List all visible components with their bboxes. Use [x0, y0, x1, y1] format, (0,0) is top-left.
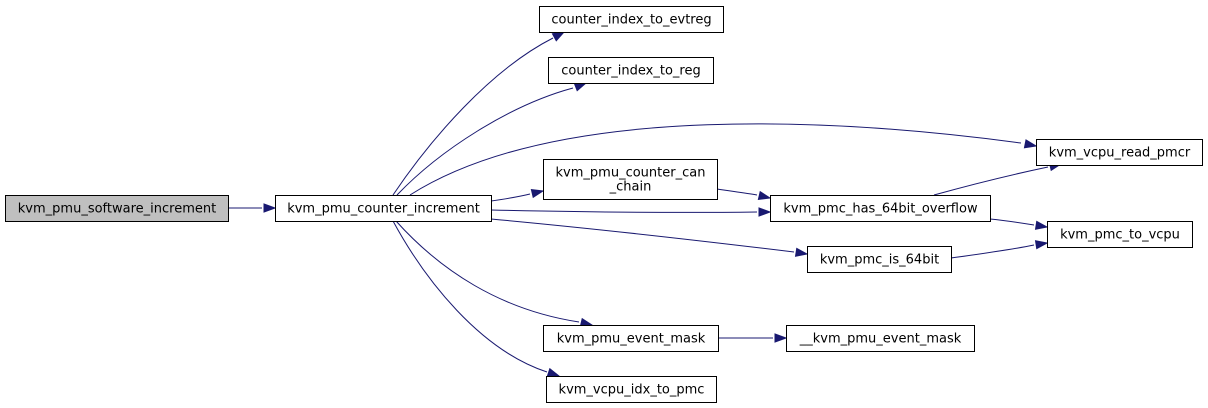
node-kvm-pmu-software-increment[interactable]: kvm_pmu_software_increment	[5, 195, 229, 222]
edge-kvm_pmu_software_increment-to-kvm_pmu_counter_increment	[228, 203, 277, 213]
node-kvm-pmc-has-64bit-overflow[interactable]: kvm_pmc_has_64bit_overflow	[770, 195, 991, 222]
edge-kvm_pmc_has_64bit_overflow-to-kvm_vcpu_read_pmcr	[933, 161, 1063, 196]
node---kvm-pmu-event-mask[interactable]: __kvm_pmu_event_mask	[786, 325, 975, 352]
edge-kvm_pmu_counter_increment-to-kvm_pmu_counter_can_chain	[490, 188, 545, 202]
arrowhead-icon	[757, 190, 772, 201]
edge-line	[396, 87, 574, 196]
edge-line	[933, 166, 1049, 196]
node-box[interactable]	[546, 376, 717, 403]
arrowhead-icon	[1034, 220, 1049, 230]
node-counter-index-to-evtreg[interactable]: counter_index_to_evtreg	[539, 6, 724, 33]
edge-kvm_pmu_event_mask-to-__kvm_pmu_event_mask	[718, 333, 788, 343]
nodes-layer: kvm_pmu_software_increment kvm_pmu_counte…	[5, 6, 1203, 403]
arrowhead-icon	[758, 207, 772, 217]
edge-kvm_pmu_counter_increment-to-kvm_pmc_is_64bit	[490, 218, 809, 257]
node-label: counter_index_to_evtreg	[551, 13, 711, 28]
node-box[interactable]	[539, 6, 724, 33]
edge-line	[392, 220, 548, 373]
arrowhead-icon	[546, 367, 561, 377]
node-label: counter_index_to_reg	[561, 64, 700, 79]
edge-kvm_pmu_counter_increment-to-kvm_vcpu_idx_to_pmc	[392, 220, 561, 377]
edge-kvm_pmu_counter_increment-to-kvm_vcpu_read_pmcr	[409, 123, 1038, 196]
node-box[interactable]	[1047, 221, 1193, 248]
arrowhead-icon	[774, 333, 788, 343]
node-label: kvm_pmu_counter_can	[556, 166, 706, 181]
node-box[interactable]	[548, 57, 714, 84]
edge-line	[490, 209, 758, 213]
node-label: _chain	[609, 180, 652, 195]
edge-kvm_pmu_counter_increment-to-kvm_pmu_event_mask	[395, 220, 594, 328]
node-label: kvm_pmu_software_increment	[18, 202, 216, 217]
arrowhead-icon	[794, 247, 809, 257]
edge-kvm_pmu_counter_increment-to-kvm_pmc_has_64bit_overflow	[490, 207, 772, 217]
edge-line	[490, 193, 531, 202]
arrowhead-icon	[530, 188, 545, 199]
node-kvm-pmu-counter-can-chain[interactable]: kvm_pmu_counter_can_chain	[543, 159, 718, 200]
node-kvm-pmu-counter-increment[interactable]: kvm_pmu_counter_increment	[275, 195, 492, 222]
edges-layer	[228, 31, 1063, 377]
edge-kvm_pmu_counter_can_chain-to-kvm_pmc_has_64bit_overflow	[716, 188, 772, 201]
node-label: kvm_pmc_has_64bit_overflow	[783, 202, 978, 217]
edge-kvm_pmu_counter_increment-to-counter_index_to_evtreg	[392, 31, 566, 196]
node-label: kvm_vcpu_read_pmcr	[1049, 146, 1191, 161]
node-kvm-vcpu-idx-to-pmc[interactable]: kvm_vcpu_idx_to_pmc	[546, 376, 717, 403]
edge-kvm_pmc_has_64bit_overflow-to-kvm_pmc_to_vcpu	[989, 218, 1049, 230]
node-label: __kvm_pmu_event_mask	[799, 332, 962, 347]
arrowhead-icon	[263, 203, 277, 213]
node-label: kvm_pmc_to_vcpu	[1060, 228, 1180, 243]
node-label: kvm_vcpu_idx_to_pmc	[559, 383, 705, 398]
edge-line	[490, 218, 795, 253]
node-kvm-pmc-is-64bit[interactable]: kvm_pmc_is_64bit	[807, 246, 952, 273]
arrowhead-icon	[1034, 240, 1049, 250]
edge-line	[392, 37, 554, 196]
node-box[interactable]	[543, 159, 718, 200]
node-box[interactable]	[807, 246, 952, 273]
node-box[interactable]	[770, 195, 991, 222]
node-label: kvm_pmu_event_mask	[557, 332, 706, 347]
node-box[interactable]	[786, 325, 975, 352]
node-label: kvm_pmu_counter_increment	[287, 202, 480, 217]
arrowhead-icon	[573, 82, 588, 92]
arrowhead-icon	[1023, 139, 1038, 149]
node-kvm-vcpu-read-pmcr[interactable]: kvm_vcpu_read_pmcr	[1036, 139, 1203, 166]
node-counter-index-to-reg[interactable]: counter_index_to_reg	[548, 57, 714, 84]
node-box[interactable]	[1036, 139, 1203, 166]
arrowhead-icon	[551, 31, 566, 42]
edge-line	[950, 244, 1035, 259]
node-label: kvm_pmc_is_64bit	[820, 253, 939, 268]
edge-line	[989, 218, 1035, 226]
edge-kvm_pmc_is_64bit-to-kvm_pmc_to_vcpu	[950, 240, 1049, 259]
node-box[interactable]	[543, 325, 719, 352]
edge-line	[409, 123, 1022, 196]
node-kvm-pmu-event-mask[interactable]: kvm_pmu_event_mask	[543, 325, 719, 352]
node-kvm-pmc-to-vcpu[interactable]: kvm_pmc_to_vcpu	[1047, 221, 1193, 248]
edge-line	[716, 188, 758, 196]
edge-line	[395, 220, 580, 323]
node-box[interactable]	[275, 195, 492, 222]
edge-kvm_pmu_counter_increment-to-counter_index_to_reg	[396, 82, 588, 196]
node-box[interactable]	[5, 195, 229, 222]
